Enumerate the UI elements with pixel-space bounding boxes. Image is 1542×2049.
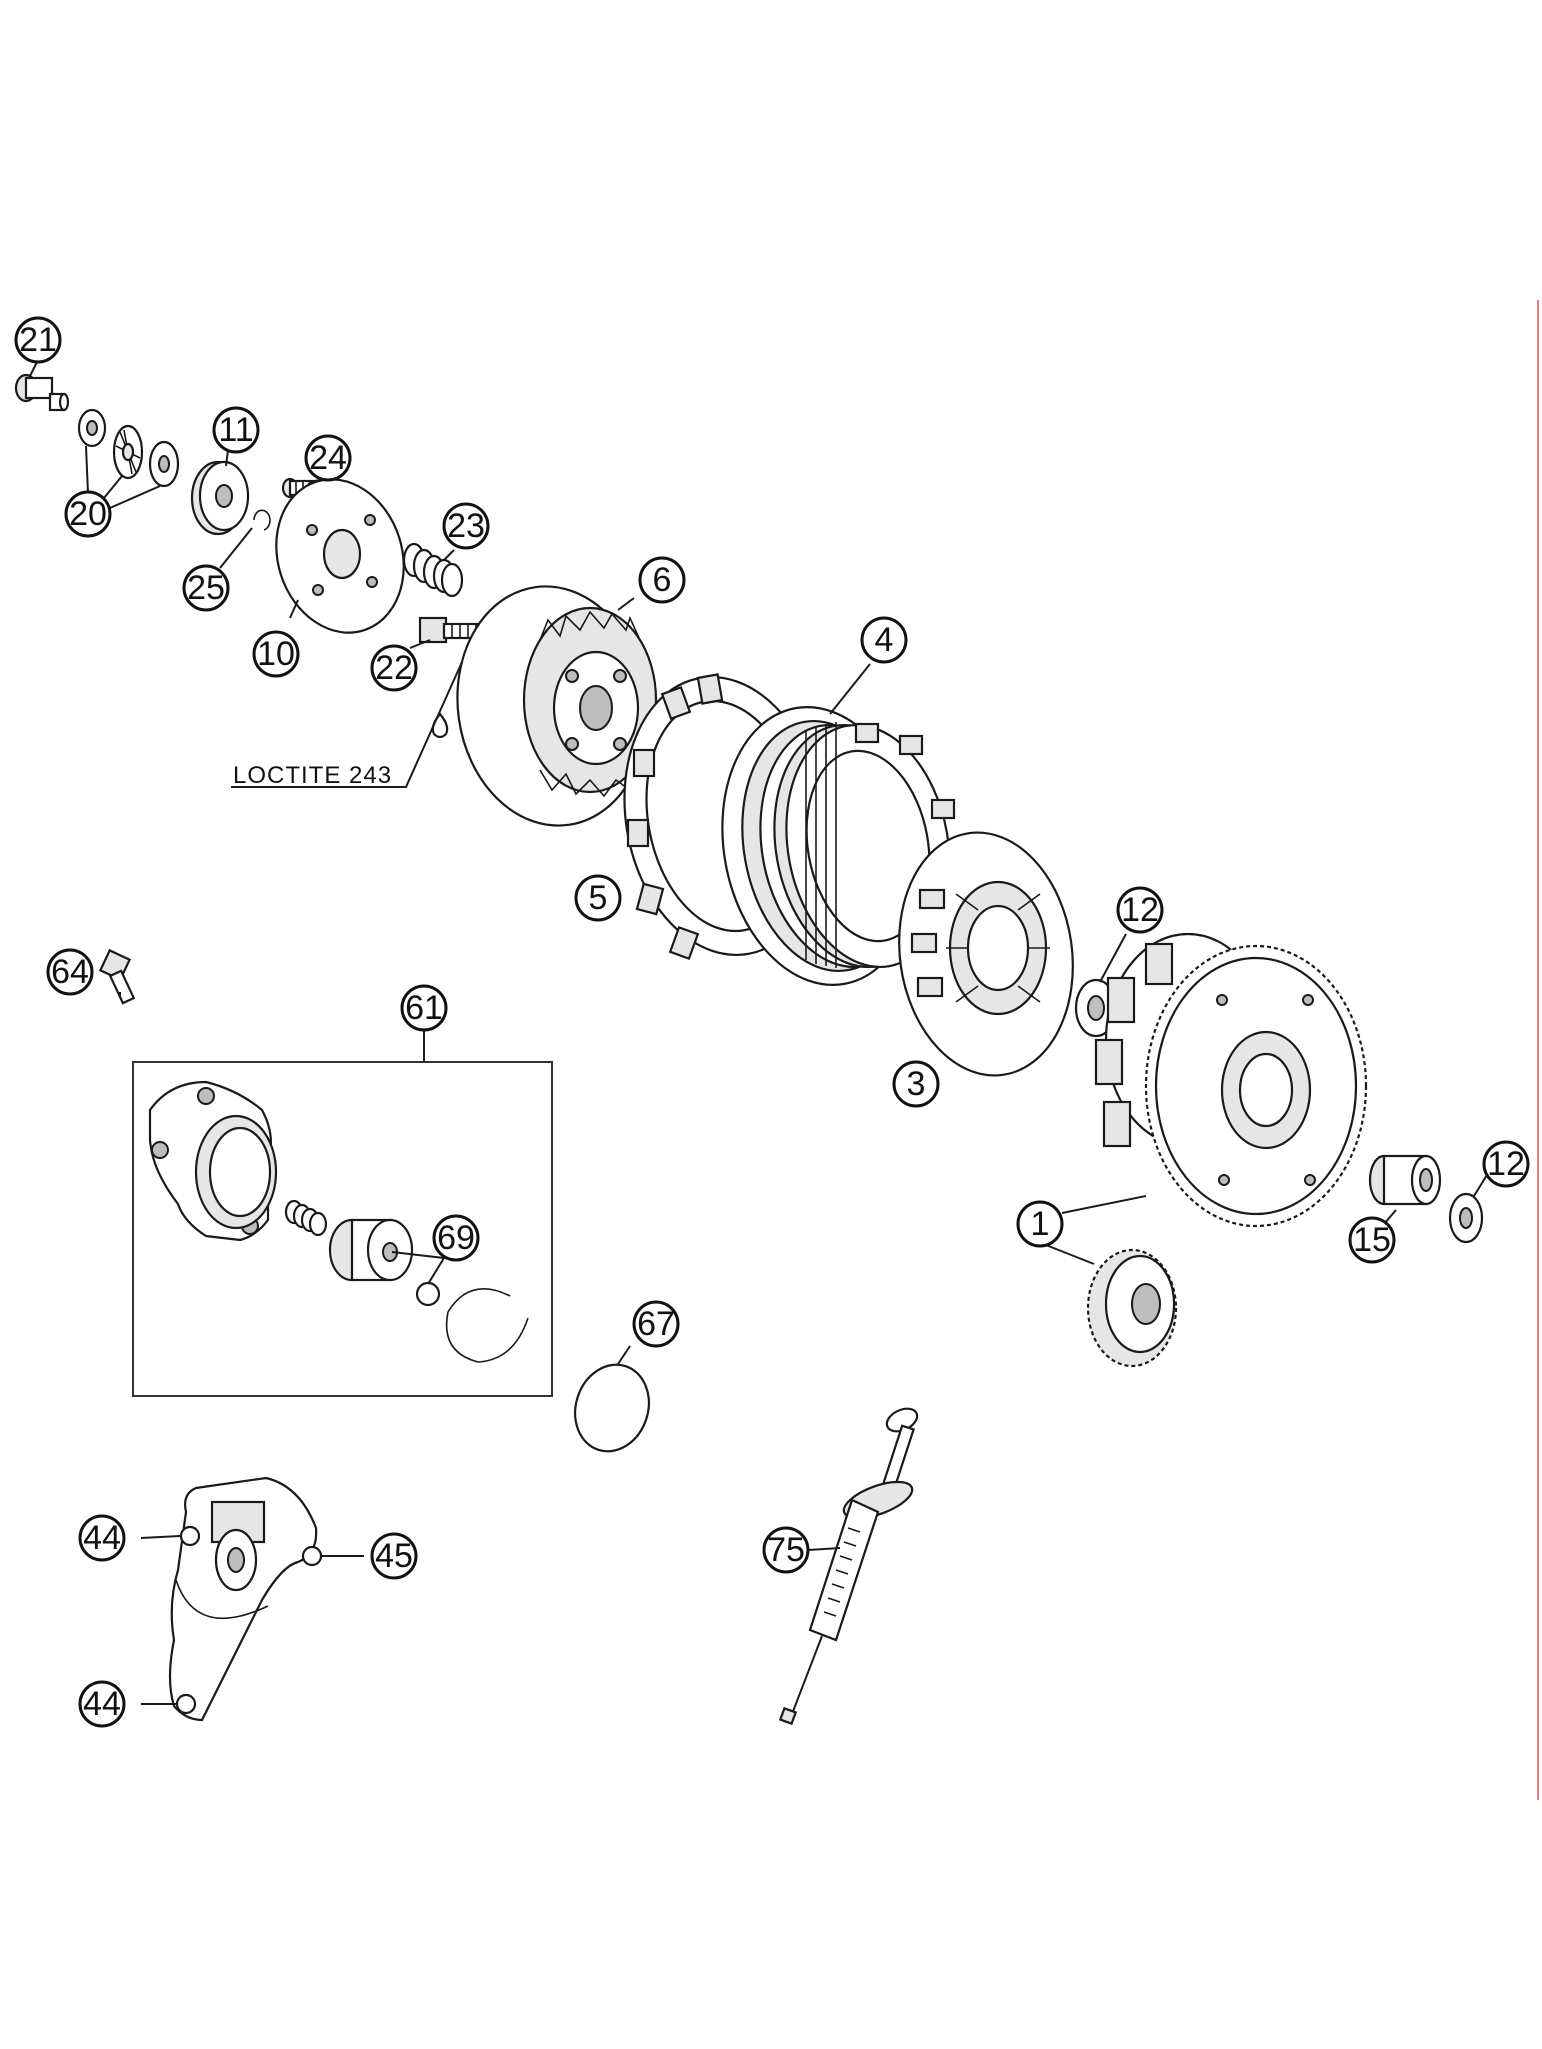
callout-10: 10 [252, 630, 300, 678]
callout-25: 25 [182, 564, 230, 612]
callout-69-label: 69 [437, 1219, 475, 1257]
part-75-syringe [778, 1407, 919, 1726]
callout-20-label: 20 [69, 495, 107, 533]
callout-1-label: 1 [1031, 1205, 1050, 1243]
callout-4-label: 4 [875, 621, 894, 659]
callout-12-lower: 12 [1482, 1140, 1530, 1188]
loctite-note: LOCTITE 243 [233, 762, 392, 789]
part-61-spring [284, 1199, 328, 1237]
part-25-circlip [253, 509, 271, 531]
part-61-slave-cylinder [148, 1080, 278, 1242]
part-44-45-clutch-cover [168, 1476, 323, 1722]
callout-45-label: 45 [375, 1537, 413, 1575]
callout-3: 3 [892, 1060, 940, 1108]
callout-24-label: 24 [309, 439, 347, 477]
part-61-assembly-box [132, 1061, 553, 1397]
callout-67-label: 67 [637, 1305, 675, 1343]
part-23-springs [402, 542, 464, 598]
callout-6-label: 6 [653, 561, 672, 599]
part-61-piston [328, 1218, 414, 1282]
callout-67: 67 [632, 1300, 680, 1348]
callout-44-upper: 44 [78, 1514, 126, 1562]
callout-20: 20 [64, 490, 112, 538]
callout-4: 4 [860, 616, 908, 664]
callout-11-label: 11 [218, 411, 253, 449]
callout-23-label: 23 [447, 507, 485, 545]
part-11-pressure-cap [190, 460, 250, 536]
callout-22: 22 [370, 644, 418, 692]
callout-15-label: 15 [1353, 1221, 1391, 1259]
part-15-bushing [1368, 1154, 1442, 1206]
callout-61: 61 [400, 984, 448, 1032]
callout-25-label: 25 [187, 569, 225, 607]
part-12-washer-lower [1448, 1192, 1484, 1244]
leader-lines [29, 359, 1491, 1705]
callout-69: 69 [432, 1214, 480, 1262]
callout-12-upper-label: 12 [1121, 891, 1159, 929]
callout-1: 1 [1016, 1200, 1064, 1248]
callout-23: 23 [442, 502, 490, 550]
part-12-thrust-washer-upper [1074, 978, 1118, 1038]
part-61-circlip [445, 1288, 529, 1363]
callout-5: 5 [574, 874, 622, 922]
callout-12-lower-label: 12 [1487, 1145, 1525, 1183]
callout-15: 15 [1348, 1216, 1396, 1264]
part-6-clutch-hub [456, 585, 658, 827]
callout-21-label: 21 [19, 321, 57, 359]
callout-44-lower: 44 [78, 1680, 126, 1728]
part-3-inner-plate [898, 831, 1074, 1077]
part-1-clutch-basket [1094, 932, 1368, 1228]
part-67-o-ring [574, 1363, 650, 1453]
callout-6: 6 [638, 556, 686, 604]
callout-3-label: 3 [907, 1065, 926, 1103]
part-69-ball [415, 1281, 441, 1307]
part-10-pressure-plate [275, 478, 405, 634]
callout-22-label: 22 [375, 649, 413, 687]
callout-45: 45 [370, 1532, 418, 1580]
callout-75: 75 [762, 1526, 810, 1574]
callout-21: 21 [14, 316, 62, 364]
part-20-washers [77, 408, 180, 488]
callout-44-lower-label: 44 [83, 1685, 121, 1723]
callout-64-label: 64 [51, 953, 89, 991]
callout-24: 24 [304, 434, 352, 482]
callout-5-label: 5 [589, 879, 608, 917]
callout-61-label: 61 [405, 989, 443, 1027]
callout-10-label: 10 [257, 635, 295, 673]
callout-44-upper-label: 44 [83, 1519, 121, 1557]
loctite-drop [431, 712, 449, 739]
callout-64: 64 [46, 948, 94, 996]
part-1-pinion-gear [1086, 1248, 1178, 1368]
callout-11: 11 [212, 406, 260, 454]
callout-12-upper: 12 [1116, 886, 1164, 934]
part-64-bleed-screw [98, 948, 136, 1005]
callout-75-label: 75 [767, 1531, 805, 1569]
part-21-bolt [14, 373, 70, 412]
